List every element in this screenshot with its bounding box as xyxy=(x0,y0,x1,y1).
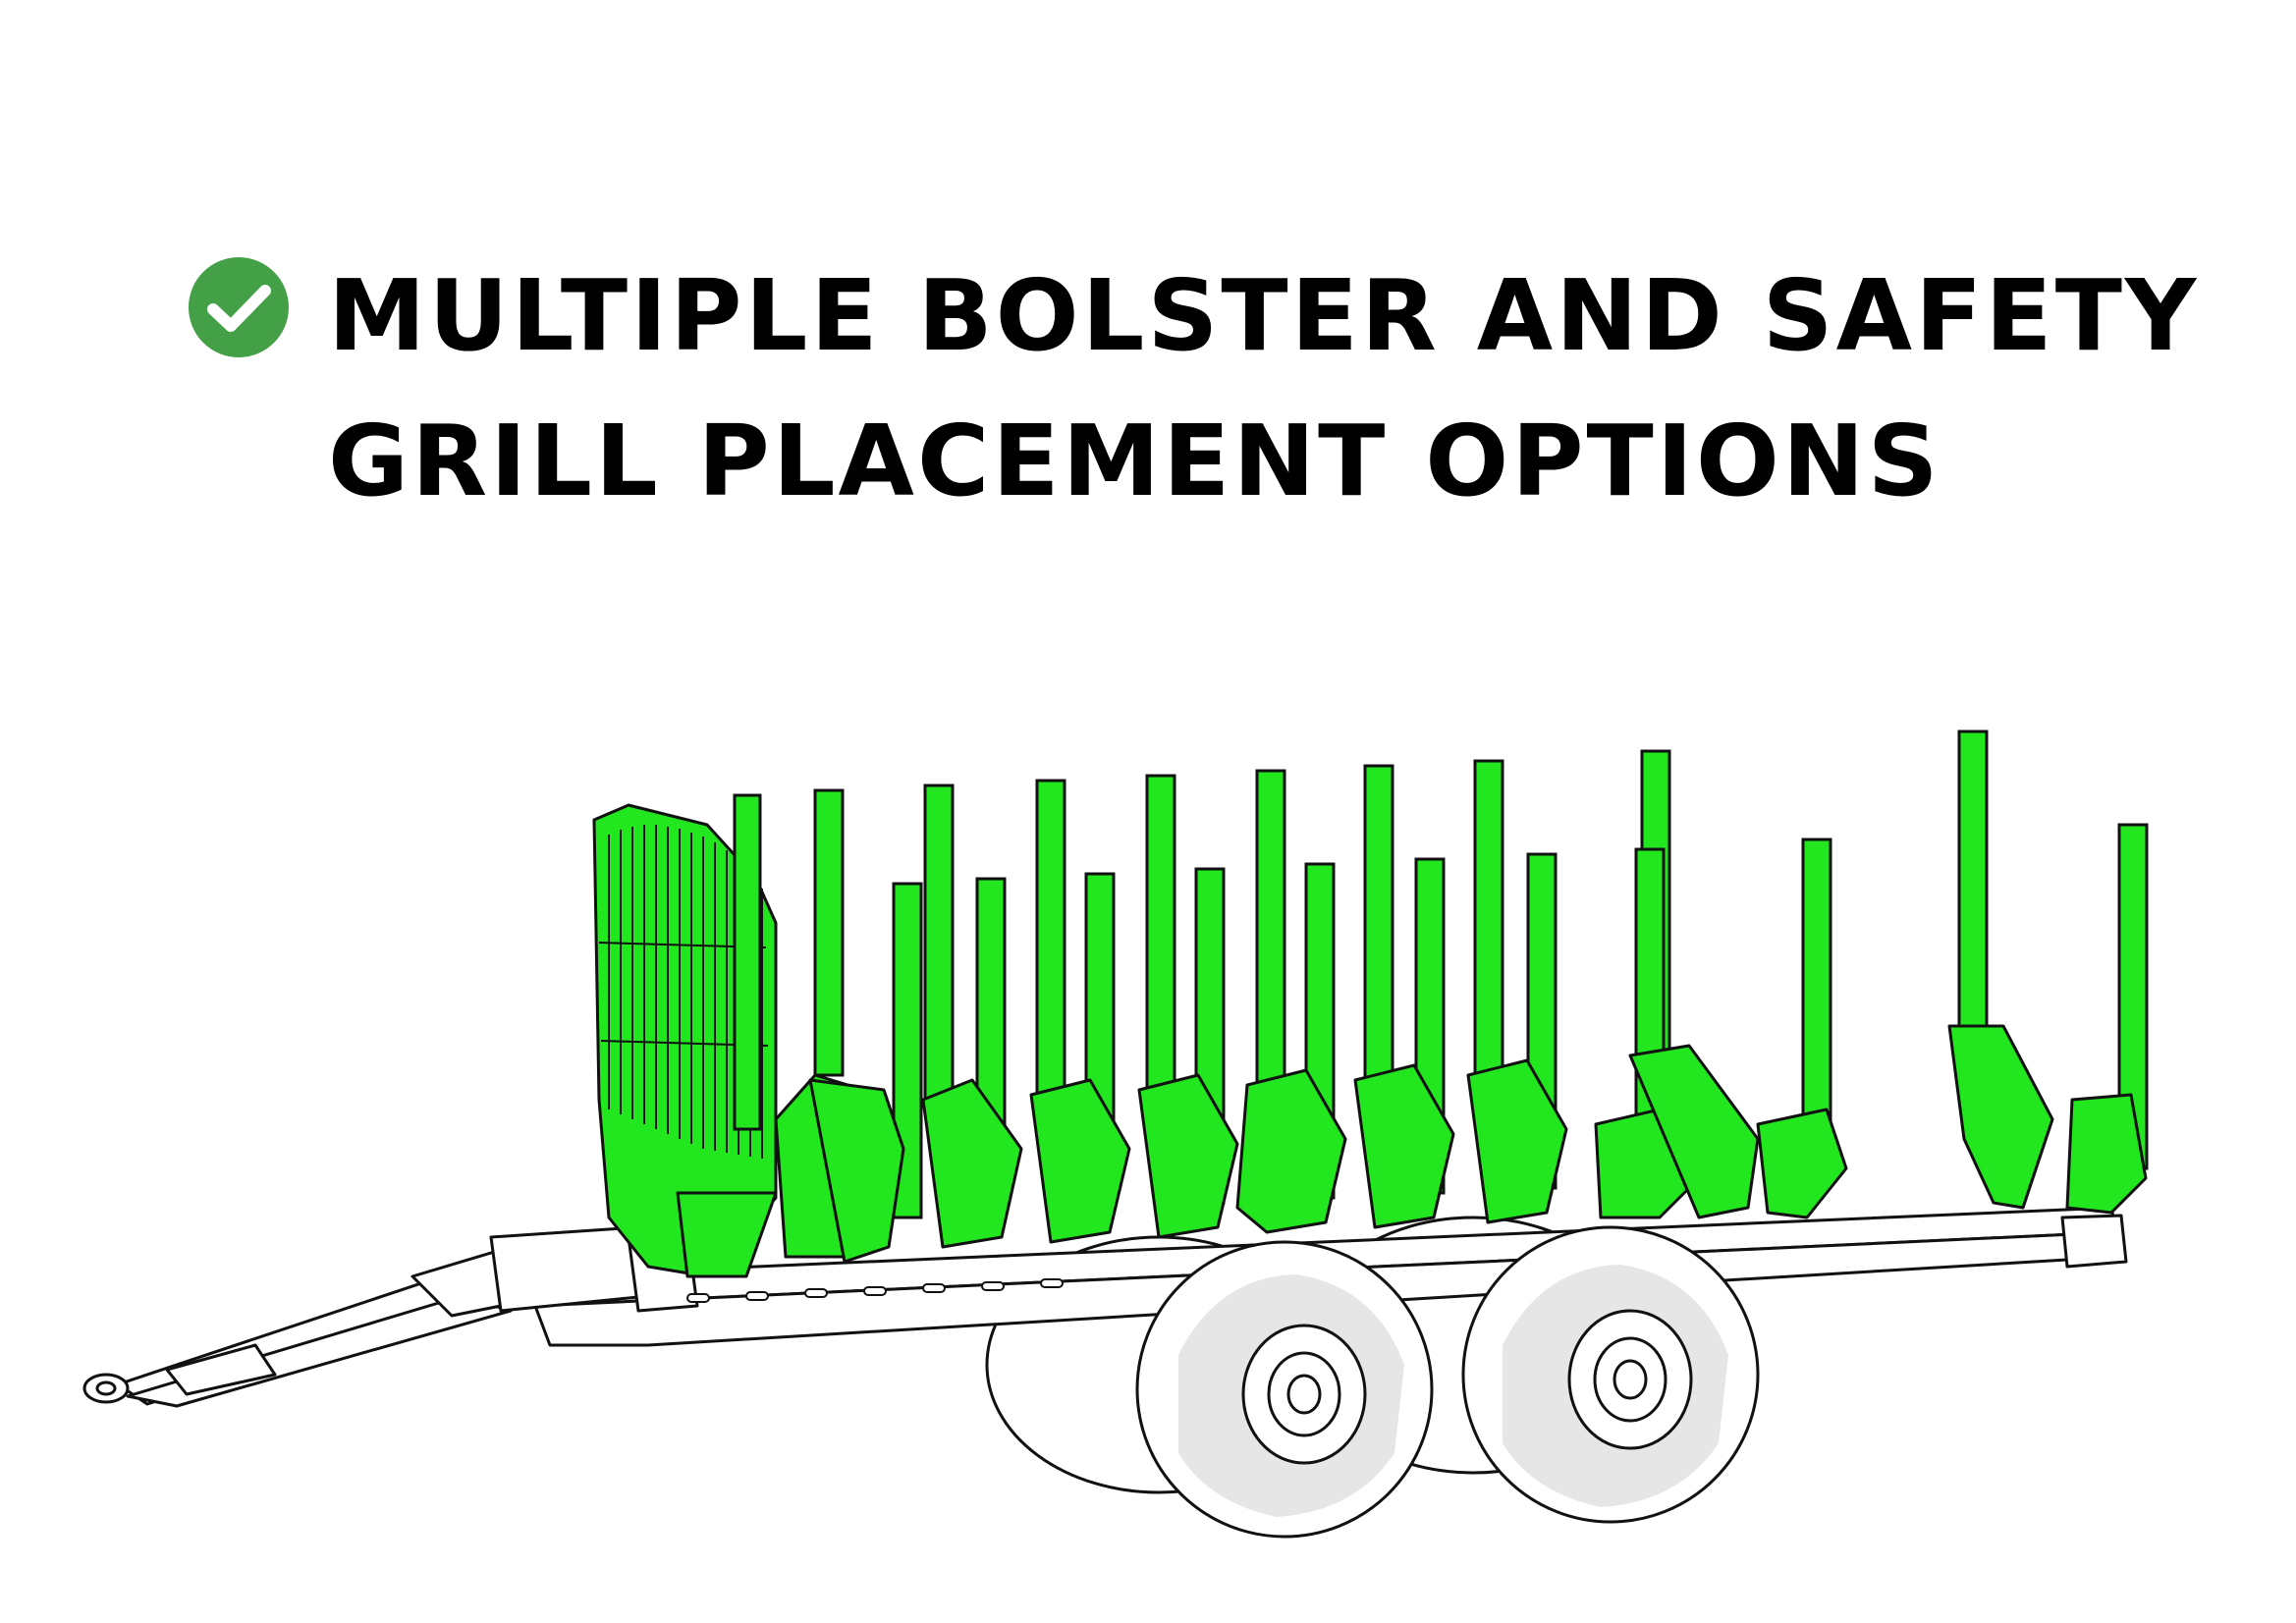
headline-line-1: MULTIPLE BOLSTER AND SAFETY xyxy=(328,258,2200,373)
check-circle-icon xyxy=(189,257,289,357)
stake xyxy=(813,788,845,1077)
bolster xyxy=(1756,1108,1848,1219)
safety-grill xyxy=(592,803,778,1278)
bolster xyxy=(1628,1044,1760,1219)
bolster xyxy=(1466,1058,1568,1224)
stake xyxy=(733,793,762,1131)
headline-title: MULTIPLE BOLSTER AND SAFETY GRILL PLACEM… xyxy=(328,243,2199,534)
stake xyxy=(1255,769,1286,1097)
drawbar xyxy=(116,1245,552,1408)
stake xyxy=(923,784,955,1111)
bolster xyxy=(1137,1073,1239,1239)
stake xyxy=(1473,759,1504,1087)
frame-slots xyxy=(686,1278,1064,1303)
stake xyxy=(1363,764,1394,1092)
headline-line-2: GRILL PLACEMENT OPTIONS xyxy=(328,404,1941,518)
bolster xyxy=(1029,1078,1131,1244)
bolster xyxy=(1235,1068,1347,1234)
stake xyxy=(1035,779,1066,1107)
headline: MULTIPLE BOLSTER AND SAFETY GRILL PLACEM… xyxy=(187,243,2199,534)
stake xyxy=(892,882,923,1219)
hitch-eye xyxy=(82,1373,130,1404)
bolster xyxy=(1947,1024,2054,1210)
bolster xyxy=(808,1078,905,1264)
bolster xyxy=(921,1078,1023,1249)
bolsters xyxy=(774,1024,2148,1264)
bolster xyxy=(1353,1063,1455,1229)
bolster xyxy=(2065,1093,2148,1215)
stake xyxy=(1145,774,1176,1102)
stake xyxy=(1957,730,1989,1067)
wheel-hub xyxy=(1241,1309,1693,1465)
